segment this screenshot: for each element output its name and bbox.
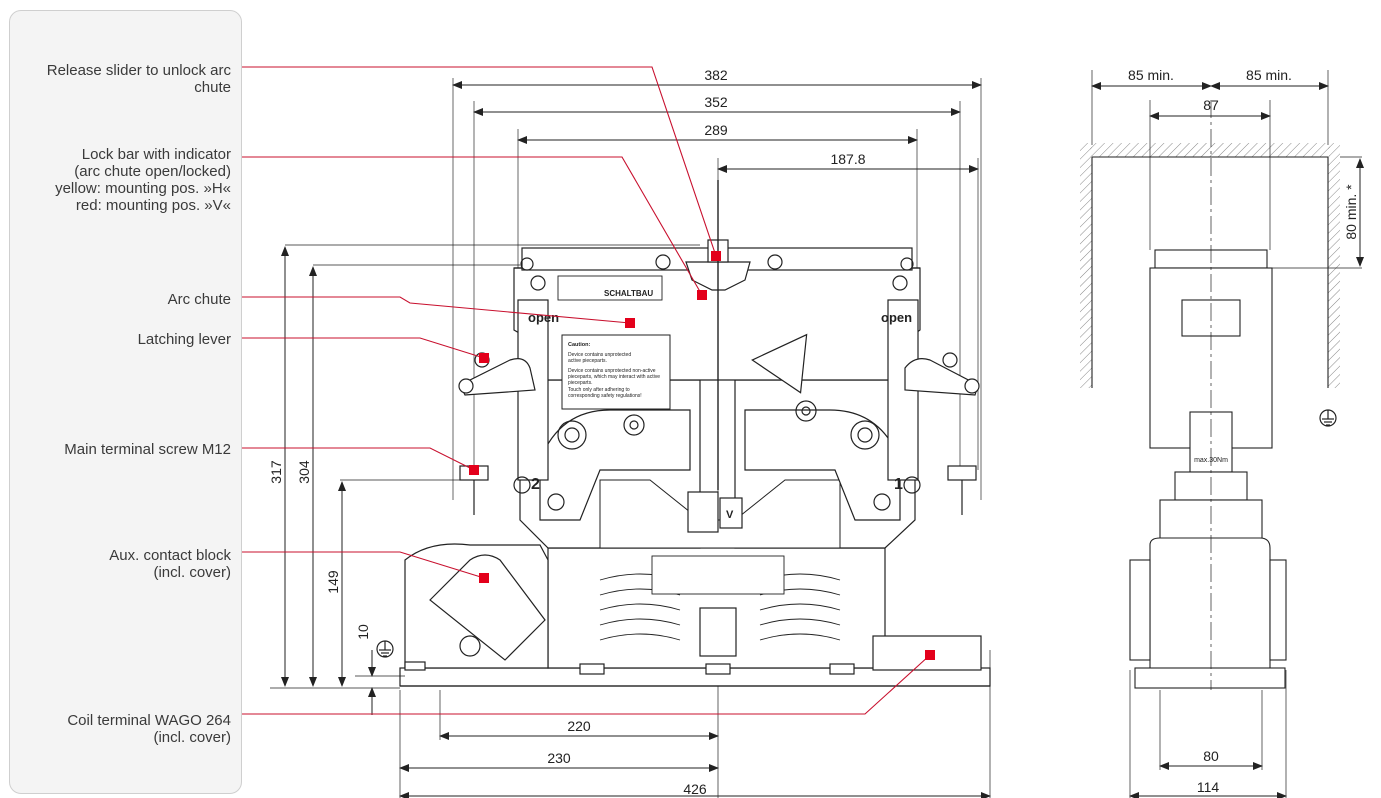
side-view: max.30Nm <box>1080 100 1340 690</box>
caution-line: Device contains unprotected non-active <box>568 368 656 374</box>
callout-main-terminal: Main terminal screw M12 <box>64 441 231 458</box>
caution-line: Touch only after adhering to <box>568 387 630 393</box>
callout-lines <box>242 66 931 715</box>
dim-10: 10 <box>355 624 371 640</box>
dim-85-min-left: 85 min. <box>1128 67 1174 83</box>
marker-coil-terminal <box>925 650 935 660</box>
dim-352: 352 <box>704 94 728 110</box>
caution-line: corresponding safety regulations! <box>568 393 642 399</box>
dim-304: 304 <box>296 460 312 484</box>
dim-426: 426 <box>683 781 707 797</box>
dim-187-8: 187.8 <box>830 151 865 167</box>
dim-382: 382 <box>704 67 728 83</box>
dim-230: 230 <box>547 750 571 766</box>
open-label-right: open <box>881 310 912 325</box>
callout-aux-contact: Aux. contact block (incl. cover) <box>109 547 231 581</box>
plate-v-label: V <box>726 509 734 521</box>
dim-80-min: 80 min. * <box>1343 184 1359 240</box>
dim-149: 149 <box>325 570 341 594</box>
callout-panel <box>9 10 242 794</box>
dim-80: 80 <box>1203 748 1219 764</box>
callout-release-slider: Release slider to unlock arc chute <box>46 62 231 96</box>
dim-114: 114 <box>1197 779 1220 795</box>
marker-main-terminal <box>469 465 479 475</box>
caution-title: Caution: <box>568 342 590 348</box>
dim-220: 220 <box>567 718 591 734</box>
caution-line: pieceparts. <box>568 380 592 386</box>
marker-lock-bar <box>697 290 707 300</box>
dim-317: 317 <box>268 460 284 484</box>
side-dimension-labels: 85 min. 85 min. 87 80 min. * 80 114 <box>1128 67 1359 795</box>
marker-latching-lever <box>479 353 489 363</box>
torque-label: max.30Nm <box>1194 457 1228 464</box>
caution-line: Device contains unprotected <box>568 352 631 358</box>
marker-arc-chute <box>625 318 635 328</box>
dim-85-min-right: 85 min. <box>1246 67 1292 83</box>
front-view: Caution: Device contains unprotected act… <box>399 78 991 690</box>
front-dimension-labels: 382 352 289 187.8 317 304 149 10 220 230… <box>268 67 866 797</box>
marker-aux-contact <box>479 573 489 583</box>
marker-release-slider <box>711 251 721 261</box>
caution-line: active pieceparts. <box>568 358 607 364</box>
open-label-left: open <box>528 310 559 325</box>
caution-line: pieceparts, which may interact with acti… <box>568 374 660 380</box>
callout-markers <box>469 251 935 660</box>
terminal-2-label: 2 <box>531 476 540 493</box>
ground-icon-side <box>1319 409 1337 427</box>
callout-coil-terminal: Coil terminal WAGO 264 (incl. cover) <box>67 712 231 746</box>
ground-icon <box>376 640 394 658</box>
dim-87: 87 <box>1203 97 1219 113</box>
dim-289: 289 <box>704 122 728 138</box>
callout-lock-bar: Lock bar with indicator (arc chute open/… <box>55 146 231 214</box>
front-dimensions <box>270 81 991 798</box>
brand-logo-text: SCHALTBAU <box>604 289 653 298</box>
callout-latching-lever: Latching lever <box>137 331 231 348</box>
callout-arc-chute: Arc chute <box>167 291 231 308</box>
side-dimensions <box>1091 70 1364 798</box>
terminal-1-label: 1 <box>894 476 903 493</box>
